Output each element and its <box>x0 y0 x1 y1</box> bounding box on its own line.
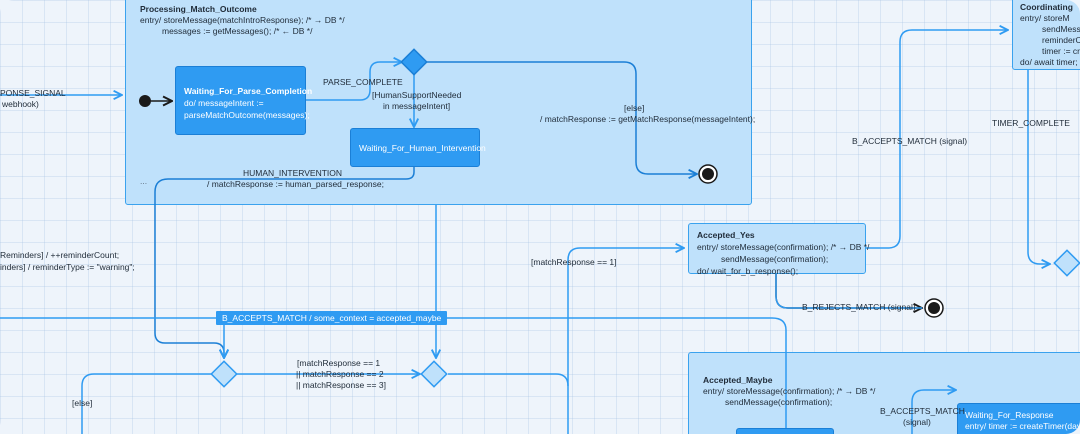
waiting-parse-line1: do/ messageIntent := <box>184 98 264 108</box>
label-get-match-response: / matchResponse := getMatchResponse(mess… <box>540 114 756 124</box>
label-b-accepts-maybe: B_ACCEPTS_MATCH / some_context = accepte… <box>216 311 448 325</box>
choice-node-parse <box>400 48 428 76</box>
label-else-top: [else] <box>624 103 645 113</box>
accepted-yes-title: Accepted_Yes <box>697 230 755 240</box>
accepted-maybe-substate[interactable] <box>736 428 834 434</box>
label-else-bottom: [else] <box>72 398 93 408</box>
label-b-accepts-match-2: (signal) <box>903 417 931 427</box>
initial-node <box>139 95 151 107</box>
accepted-maybe-title: Accepted_Maybe <box>703 375 773 385</box>
coordinating-state[interactable] <box>1012 0 1080 70</box>
accepted-yes-state[interactable]: Accepted_Yes entry/ storeMessage(confirm… <box>688 223 870 276</box>
label-mr-3: || matchResponse == 3] <box>296 380 386 390</box>
waiting-response-line1: entry/ timer := createTimer(days <box>965 421 1080 431</box>
label-reminders-2: inders] / reminderType := "warning"; <box>0 262 135 272</box>
label-b-accepts-match-1: B_ACCEPTS_MATCH <box>880 406 965 416</box>
accepted-maybe-line2: sendMessage(confirmation); <box>725 397 833 407</box>
coordinating-line4: timer := cre <box>1042 46 1080 56</box>
accepted-yes-line2: sendMessage(confirmation); <box>721 254 829 264</box>
waiting-parse-title: Waiting_For_Parse_Completion <box>184 86 313 96</box>
label-human-intervention-1: HUMAN_INTERVENTION <box>243 168 343 178</box>
coordinating-line2: sendMessa <box>1042 24 1080 34</box>
waiting-for-human-intervention-state[interactable]: Waiting_For_Human_Intervention <box>350 128 486 167</box>
label-b-rejects-match: B_REJECTS_MATCH (signal) <box>802 302 916 312</box>
accepted-yes-line1: entry/ storeMessage(confirmation); /* → … <box>697 242 870 252</box>
label-reminders-1: Reminders] / ++reminderCount; <box>0 250 120 260</box>
coordinating-title: Coordinating <box>1020 2 1073 12</box>
waiting-for-response-state[interactable]: Waiting_For_Response entry/ timer := cre… <box>957 403 1080 434</box>
label-b-accepts-match-signal: B_ACCEPTS_MATCH (signal) <box>852 136 968 146</box>
processing-entry-line1: entry/ storeMessage(matchIntroResponse);… <box>140 15 345 25</box>
label-parse-complete: PARSE_COMPLETE <box>323 77 403 87</box>
label-match-response-1: [matchResponse == 1] <box>531 257 617 267</box>
label-response-signal-1: PONSE_SIGNAL <box>0 88 66 98</box>
choice-node-coordinating <box>1053 249 1080 277</box>
label-human-support-1: [HumanSupportNeeded <box>372 90 462 100</box>
waiting-human-title: Waiting_For_Human_Intervention <box>359 143 486 153</box>
label-mr-2: || matchResponse == 2 <box>296 369 384 379</box>
processing-title: Processing_Match_Outcome <box>140 4 257 14</box>
coordinating-line1: entry/ storeM <box>1020 13 1070 23</box>
processing-entry-line2: messages := getMessages(); /* ← DB */ <box>162 26 313 36</box>
waiting-parse-line2: parseMatchOutcome(messages); <box>184 110 310 120</box>
accepted-yes-line3: do/ wait_for_b_response(); <box>697 266 799 276</box>
label-human-support-2: in messageIntent] <box>383 101 451 111</box>
choice-node-right <box>420 360 448 388</box>
label-timer-complete: TIMER_COMPLETE <box>992 118 1070 128</box>
accepted-maybe-line1: entry/ storeMessage(confirmation); /* → … <box>703 386 876 396</box>
coordinating-line5: do/ await timer; <box>1020 57 1078 67</box>
waiting-response-title: Waiting_For_Response <box>965 410 1054 420</box>
waiting-for-parse-completion-state[interactable]: Waiting_For_Parse_Completion do/ message… <box>175 66 313 135</box>
choice-node-left <box>210 360 238 388</box>
processing-dots: ... <box>140 176 148 186</box>
coordinating-line3: reminderCo <box>1042 35 1080 45</box>
label-human-intervention-2: / matchResponse := human_parsed_response… <box>207 179 384 189</box>
label-mr-1: [matchResponse == 1 <box>297 358 381 368</box>
label-response-signal-2: webhook) <box>2 99 39 109</box>
